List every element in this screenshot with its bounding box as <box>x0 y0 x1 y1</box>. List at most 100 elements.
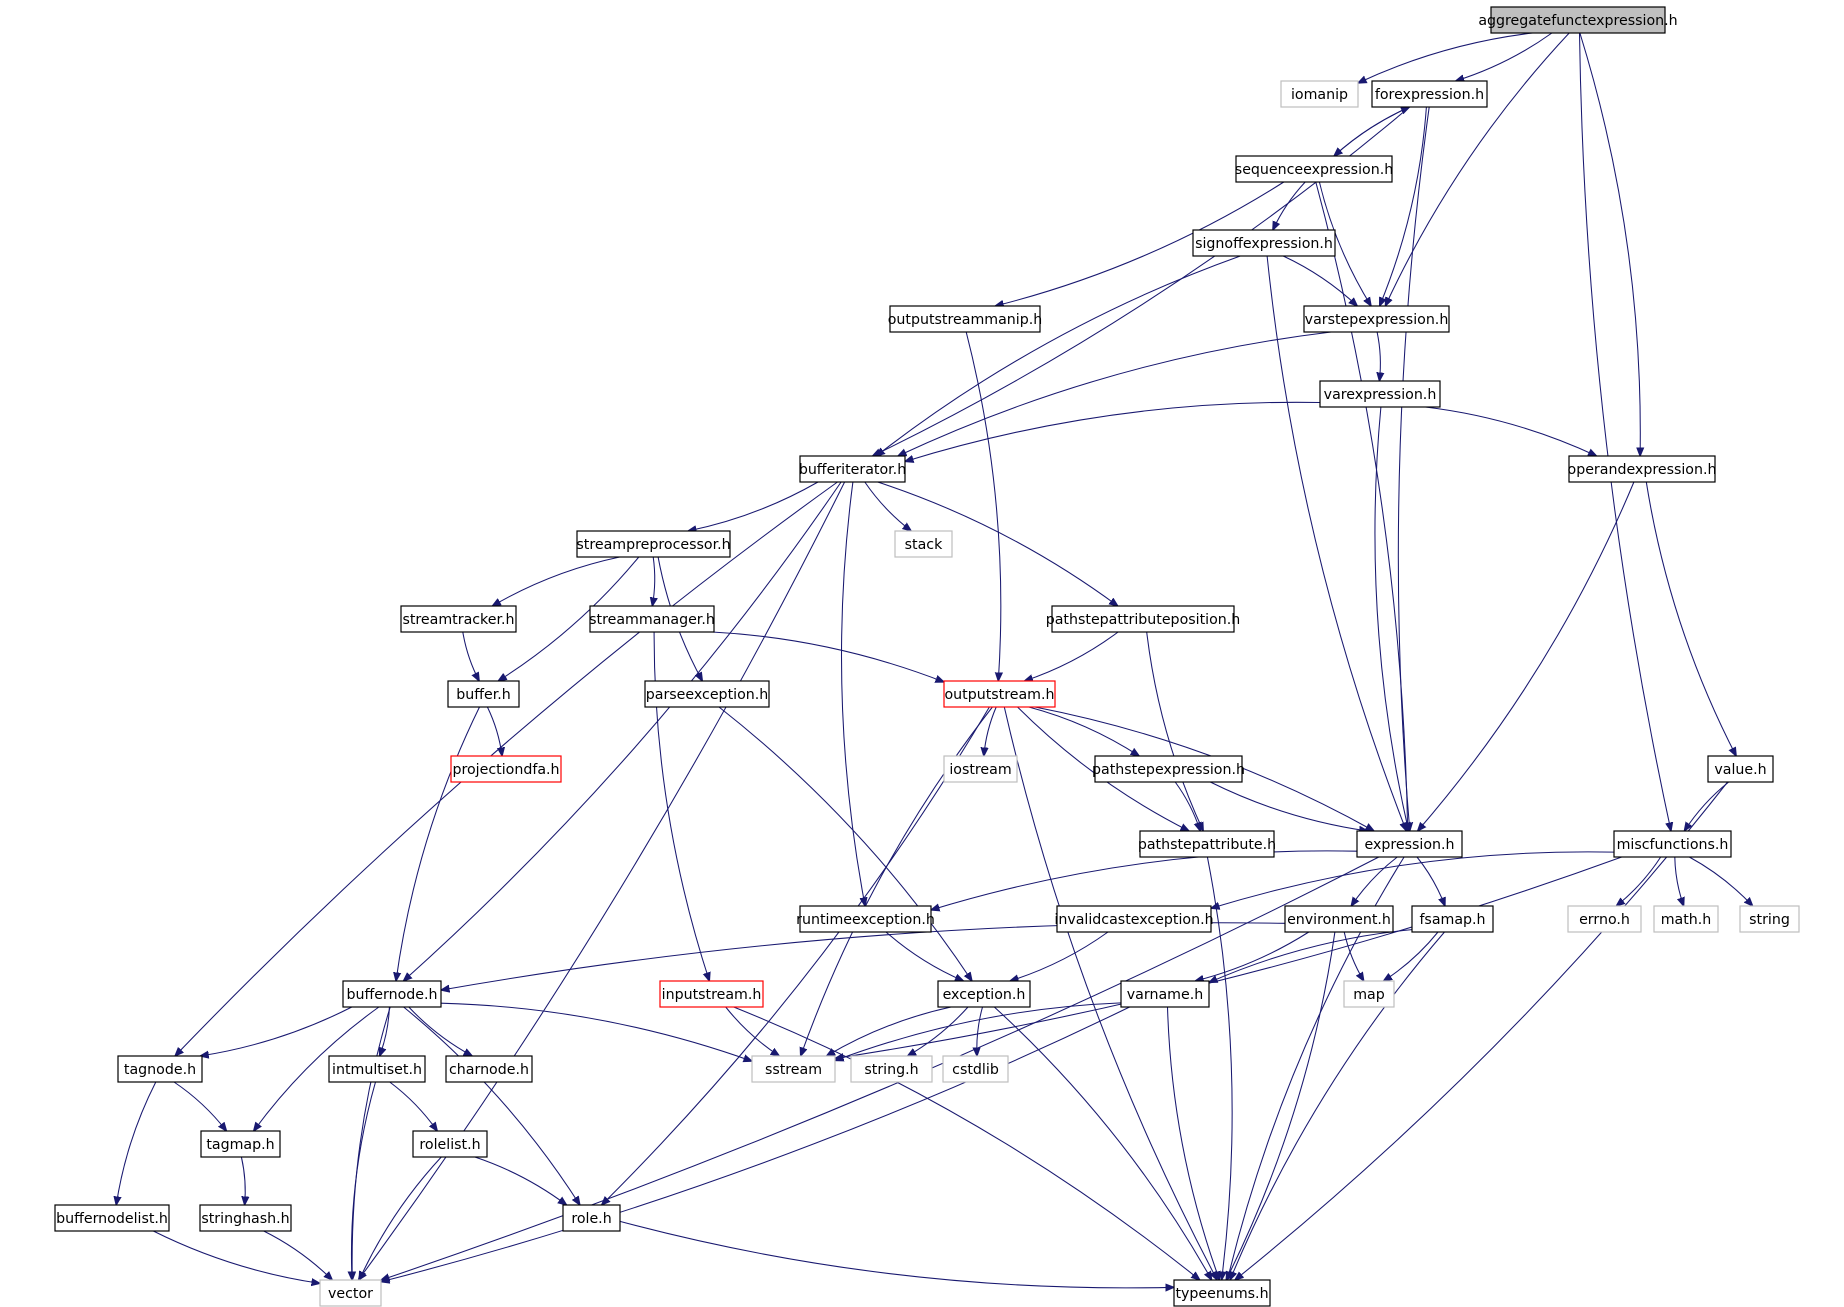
node-value[interactable]: value.h <box>1707 755 1774 783</box>
edge-streammanager-to-outputstream <box>712 631 944 682</box>
node-label-streamtracker: streamtracker.h <box>402 612 514 628</box>
node-label-string: string <box>1749 912 1790 928</box>
edge-varexpression-to-expression <box>1374 406 1409 831</box>
edge-buffernode-to-vector <box>352 1006 391 1280</box>
edge-miscfunctions-to-errno <box>1616 856 1662 906</box>
node-environment[interactable]: environment.h <box>1284 905 1394 933</box>
node-outputstreammanip[interactable]: outputstreammanip.h <box>888 305 1042 333</box>
node-label-charnode: charnode.h <box>449 1062 529 1078</box>
node-signoffexpression[interactable]: signoffexpression.h <box>1192 229 1336 257</box>
node-aggregatefunctexpression[interactable]: aggregatefunctexpression.h <box>1478 6 1678 34</box>
node-label-math: math.h <box>1661 912 1712 928</box>
node-pathstepattribute[interactable]: pathstepattribute.h <box>1138 830 1276 858</box>
node-label-role: role.h <box>571 1211 611 1227</box>
node-runtimeexception[interactable]: runtimeexception.h <box>796 905 935 933</box>
node-errno: errno.h <box>1567 905 1642 933</box>
edge-signoffexpression-to-expression <box>1266 255 1406 831</box>
node-box-role <box>562 1204 621 1232</box>
node-box-runtimeexception <box>799 905 932 933</box>
node-box-varexpression <box>1319 380 1441 408</box>
node-box-aggregatefunctexpression <box>1490 6 1666 34</box>
node-inputstream[interactable]: inputstream.h <box>659 980 764 1008</box>
edge-forexpression-to-varstepexpression <box>1380 106 1427 306</box>
node-streammanager[interactable]: streammanager.h <box>589 605 715 633</box>
node-box-tagnode <box>117 1055 203 1083</box>
edge-streamtracker-to-buffer <box>462 631 479 681</box>
node-box-pathstepattribute <box>1139 830 1275 858</box>
edge-exception-to-typeenums <box>993 1006 1211 1280</box>
node-box-charnode <box>445 1055 533 1083</box>
node-bufferiterator[interactable]: bufferiterator.h <box>799 455 906 483</box>
node-role[interactable]: role.h <box>562 1204 621 1232</box>
node-stack: stack <box>894 530 953 558</box>
edge-inputstream-to-sstream <box>725 1006 780 1056</box>
node-streamtracker[interactable]: streamtracker.h <box>400 605 517 633</box>
node-varname[interactable]: varname.h <box>1120 980 1210 1008</box>
node-label-stack: stack <box>905 537 943 553</box>
node-buffernode[interactable]: buffernode.h <box>342 980 442 1008</box>
node-label-varstepexpression: varstepexpression.h <box>1305 312 1449 328</box>
node-rolelist[interactable]: rolelist.h <box>412 1130 488 1158</box>
node-box-varstepexpression <box>1303 305 1450 333</box>
node-label-outputstream: outputstream.h <box>944 687 1054 703</box>
node-operandexpression[interactable]: operandexpression.h <box>1568 455 1717 483</box>
node-stringhash[interactable]: stringhash.h <box>199 1204 292 1232</box>
node-box-miscfunctions <box>1613 830 1732 858</box>
node-box-value <box>1707 755 1774 783</box>
edge-outputstream-to-sstream <box>801 706 993 1056</box>
edge-miscfunctions-to-invalidcastexception <box>1211 851 1615 908</box>
node-tagnode[interactable]: tagnode.h <box>117 1055 203 1083</box>
node-sequenceexpression[interactable]: sequenceexpression.h <box>1235 155 1393 183</box>
node-invalidcastexception[interactable]: invalidcastexception.h <box>1054 905 1214 933</box>
edge-sequenceexpression-to-outputstreammanip <box>995 181 1285 306</box>
node-label-iomanip: iomanip <box>1291 87 1348 103</box>
node-tagmap[interactable]: tagmap.h <box>200 1130 281 1158</box>
node-box-exception <box>937 980 1031 1008</box>
node-label-varname: varname.h <box>1127 987 1203 1003</box>
node-pathstepexpression[interactable]: pathstepexpression.h <box>1092 755 1245 783</box>
edge-tagnode-to-buffernodelist <box>116 1081 157 1205</box>
node-pathstepattributeposition[interactable]: pathstepattributeposition.h <box>1046 605 1241 633</box>
node-varstepexpression[interactable]: varstepexpression.h <box>1303 305 1450 333</box>
node-vector: vector <box>319 1279 382 1307</box>
node-projectiondfa[interactable]: projectiondfa.h <box>450 755 562 783</box>
node-outputstream[interactable]: outputstream.h <box>943 680 1056 708</box>
edge-sequenceexpression-to-signoffexpression <box>1273 181 1306 230</box>
node-box-parseexception <box>644 680 770 708</box>
node-miscfunctions[interactable]: miscfunctions.h <box>1613 830 1732 858</box>
node-box-iostream <box>943 755 1018 783</box>
edge-expression-to-vector <box>381 856 1380 1280</box>
edge-aggregatefunctexpression-to-varstepexpression <box>1385 32 1570 306</box>
node-label-sstream: sstream <box>765 1062 822 1078</box>
node-streampreprocessor[interactable]: streampreprocessor.h <box>576 530 731 558</box>
edge-pathstepexpression-to-pathstepattribute <box>1174 781 1200 831</box>
node-label-projectiondfa: projectiondfa.h <box>452 762 559 778</box>
node-box-outputstream <box>943 680 1056 708</box>
edge-varstepexpression-to-bufferiterator <box>898 331 1332 456</box>
node-math: math.h <box>1653 905 1719 933</box>
node-label-streammanager: streammanager.h <box>589 612 715 628</box>
edge-value-to-typeenums <box>1235 781 1729 1280</box>
node-label-tagmap: tagmap.h <box>206 1137 274 1153</box>
node-charnode[interactable]: charnode.h <box>445 1055 533 1083</box>
node-buffernodelist[interactable]: buffernodelist.h <box>54 1204 170 1232</box>
edge-parseexception-to-exception <box>718 706 972 981</box>
node-expression[interactable]: expression.h <box>1356 830 1463 858</box>
node-forexpression[interactable]: forexpression.h <box>1371 80 1488 108</box>
node-box-buffernodelist <box>54 1204 170 1232</box>
node-typeenums[interactable]: typeenums.h <box>1173 1279 1271 1307</box>
node-label-stringh: string.h <box>864 1062 918 1078</box>
node-label-aggregatefunctexpression: aggregatefunctexpression.h <box>1478 13 1677 29</box>
node-varexpression[interactable]: varexpression.h <box>1319 380 1441 408</box>
node-fsamap[interactable]: fsamap.h <box>1411 905 1494 933</box>
node-exception[interactable]: exception.h <box>937 980 1031 1008</box>
node-label-environment: environment.h <box>1287 912 1391 928</box>
node-buffer[interactable]: buffer.h <box>447 680 520 708</box>
node-box-streampreprocessor <box>576 530 731 558</box>
node-parseexception[interactable]: parseexception.h <box>644 680 770 708</box>
node-iostream: iostream <box>943 755 1018 783</box>
edge-buffernode-to-tagmap <box>254 1006 380 1131</box>
node-intmultiset[interactable]: intmultiset.h <box>328 1055 426 1083</box>
edge-forexpression-to-sequenceexpression <box>1334 106 1410 156</box>
node-label-pathstepexpression: pathstepexpression.h <box>1092 762 1245 778</box>
